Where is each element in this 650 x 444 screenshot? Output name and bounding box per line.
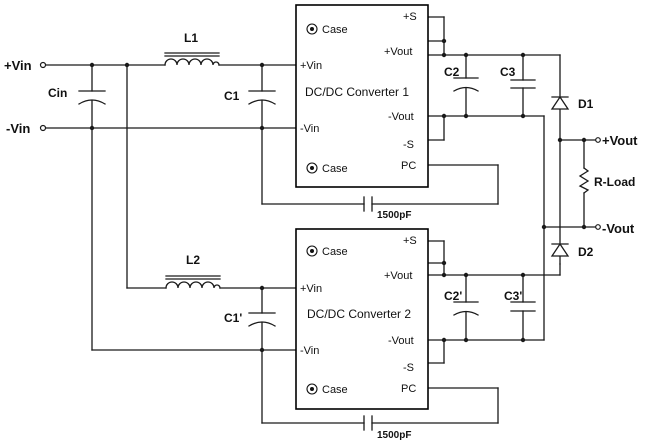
d2-diode: [550, 242, 570, 257]
converter-1-pin-plus-s: +S: [403, 11, 417, 23]
c2-label: C2: [444, 65, 460, 79]
converter-1-case-top: Case: [322, 24, 348, 36]
cap-1500pf-bottom-label: 1500pF: [377, 430, 411, 441]
converter-1-pin-plus-vin: +Vin: [300, 60, 322, 72]
c2p-capacitor: [453, 301, 479, 316]
r-load-label: R-Load: [594, 175, 635, 189]
junction-dots: [89, 38, 587, 353]
l1-inductor: [164, 52, 220, 66]
converter-1-case-bottom: Case: [322, 163, 348, 175]
converter-1: DC/DC Converter 1 Case Case +Vin -Vin +S…: [295, 4, 429, 188]
cap-1500pf-top-label: 1500pF: [377, 210, 411, 221]
converter-2: DC/DC Converter 2 Case Case +Vin -Vin +S…: [295, 228, 429, 410]
case-icon: [306, 383, 318, 395]
c3-capacitor: [510, 79, 536, 89]
r-load-resistor: [578, 167, 590, 194]
converter-1-pin-minus-s: -S: [403, 139, 414, 151]
vin-neg-terminal[interactable]: [39, 124, 47, 132]
c3p-capacitor: [510, 301, 536, 312]
converter-2-case-bottom: Case: [322, 384, 348, 396]
vout-pos-label: +Vout: [602, 133, 638, 148]
vout-pos-terminal[interactable]: [595, 137, 601, 143]
converter-2-pin-plus-vin: +Vin: [300, 283, 322, 295]
converter-1-title: DC/DC Converter 1: [305, 85, 409, 99]
converter-2-pin-minus-vout: -Vout: [388, 335, 414, 347]
l2-inductor: [165, 275, 221, 289]
case-icon: [306, 162, 318, 174]
cin-capacitor: [78, 90, 106, 105]
converter-2-title: DC/DC Converter 2: [307, 307, 411, 321]
cap-1500pf-bottom: [363, 415, 373, 431]
c2p-label: C2': [444, 289, 462, 303]
case-icon: [306, 245, 318, 257]
converter-2-pin-pc: PC: [401, 383, 416, 395]
vin-pos-terminal[interactable]: [39, 61, 47, 69]
converter-1-pin-pc: PC: [401, 160, 416, 172]
converter-1-pin-plus-vout: +Vout: [384, 46, 412, 58]
c1-capacitor: [248, 90, 276, 105]
vin-pos-label: +Vin: [4, 58, 32, 73]
cin-label: Cin: [48, 86, 67, 100]
c1-label: C1: [224, 89, 240, 103]
converter-2-pin-plus-s: +S: [403, 235, 417, 247]
l2-label: L2: [186, 253, 200, 267]
vout-neg-terminal[interactable]: [595, 224, 601, 230]
converter-2-case-top: Case: [322, 246, 348, 258]
vin-neg-label: -Vin: [6, 121, 30, 136]
d1-diode: [550, 95, 570, 110]
converter-2-pin-minus-vin: -Vin: [300, 345, 319, 357]
c1p-capacitor: [248, 312, 276, 327]
c3-label: C3: [500, 65, 516, 79]
c2-capacitor: [453, 77, 479, 92]
l1-label: L1: [184, 31, 198, 45]
d2-label: D2: [578, 245, 594, 259]
converter-2-pin-minus-s: -S: [403, 362, 414, 374]
converter-1-pin-minus-vin: -Vin: [300, 123, 319, 135]
case-icon: [306, 23, 318, 35]
vout-neg-label: -Vout: [602, 221, 635, 236]
c3p-label: C3': [504, 289, 522, 303]
cap-1500pf-top: [363, 196, 373, 212]
converter-2-pin-plus-vout: +Vout: [384, 270, 412, 282]
input-wiring: [43, 64, 499, 424]
d1-label: D1: [578, 97, 594, 111]
c1p-label: C1': [224, 311, 242, 325]
converter-1-pin-minus-vout: -Vout: [388, 111, 414, 123]
